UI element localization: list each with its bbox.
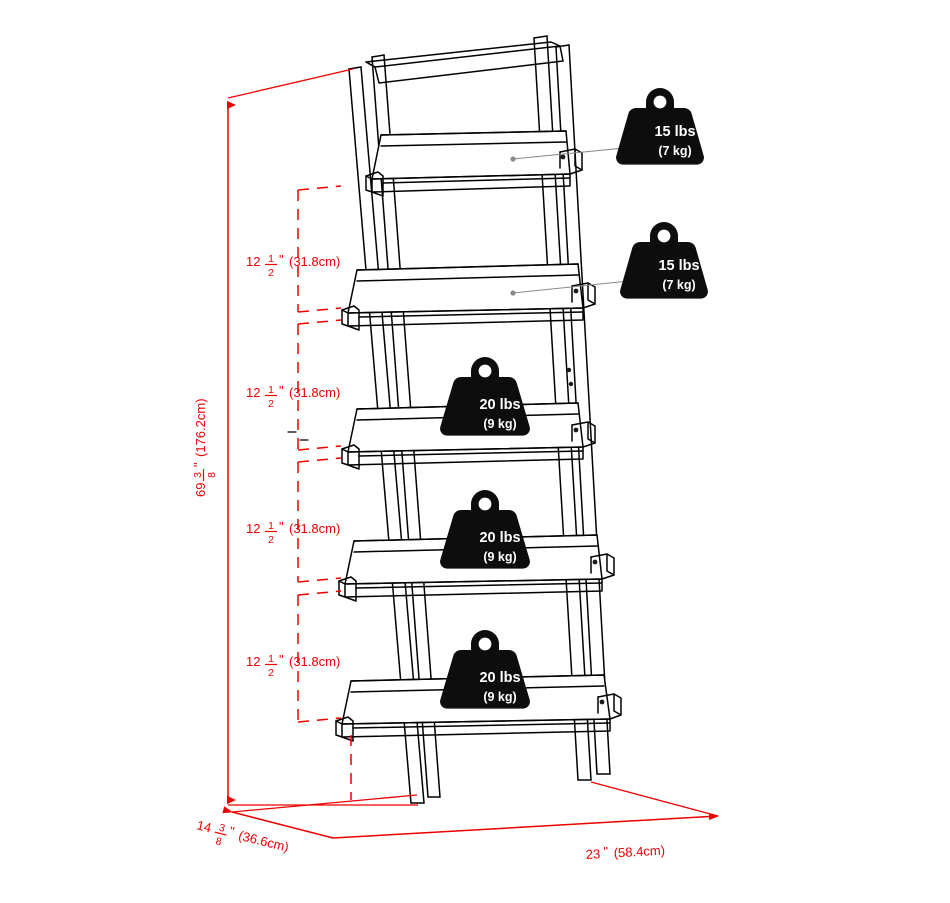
gap1-frac-numerator: 1	[268, 253, 274, 265]
bracket-2-bottom-tick	[297, 445, 342, 451]
dimension-label-gap-1: 12 1 2 " (31.8cm)	[246, 252, 340, 279]
bracket-2-top-tick	[297, 319, 342, 325]
weight-badge-shelf-1: 15 lbs (7 kg)	[616, 88, 704, 165]
gap3-whole: 12	[246, 521, 260, 536]
height-unit: "	[191, 462, 206, 467]
ext-line-height-top	[227, 68, 354, 99]
weight-icon-ring	[478, 497, 492, 511]
weight-badge-3-lbs: 20 lbs	[479, 397, 520, 413]
gap4-frac-numerator: 1	[268, 653, 274, 665]
dimension-label-gap-3: 12 1 2 " (31.8cm)	[246, 519, 340, 546]
dimension-label-width: 23 " (58.4cm)	[585, 843, 665, 862]
gap4-frac-denominator: 2	[268, 667, 274, 679]
bracket-1-bottom-tick	[297, 307, 342, 313]
gap1-frac-denominator: 2	[268, 267, 274, 279]
weight-icon	[440, 490, 530, 569]
ext-line-base-right	[590, 781, 719, 817]
svg-text:69: 69	[193, 483, 208, 497]
weight-icon-ring	[653, 95, 667, 109]
weight-badge-4-kg: (9 kg)	[483, 550, 516, 564]
gap4-whole: 12	[246, 654, 260, 669]
ext-line-base-left	[231, 794, 418, 813]
height-whole: 69	[193, 483, 208, 497]
width-unit: "	[603, 844, 609, 859]
hardware-dot	[566, 367, 572, 373]
gap3-frac-denominator: 2	[268, 534, 274, 546]
bracket-1-top-tick	[297, 185, 342, 191]
gap4-metric: (31.8cm)	[289, 654, 340, 669]
dimension-label-height: 69 3 8 " (176.2cm)	[191, 398, 218, 497]
gap1-unit: "	[279, 252, 284, 267]
bracket-4-top-tick	[297, 590, 342, 596]
top-cross-rail	[365, 41, 564, 84]
weight-icon	[620, 222, 708, 299]
height-frac-numerator: 3	[192, 472, 204, 478]
depth-frac-denominator: 8	[214, 835, 223, 848]
width-metric: (58.4cm)	[613, 843, 665, 861]
bracket-3-top-tick	[297, 457, 342, 463]
gap2-whole: 12	[246, 385, 260, 400]
weight-icon-ring	[478, 364, 492, 378]
weight-badge-2-lbs: 15 lbs	[658, 258, 699, 274]
weight-badge-shelf-5: 20 lbs (9 kg)	[440, 630, 530, 709]
weight-badge-5-kg: (9 kg)	[483, 690, 516, 704]
gap3-frac-numerator: 1	[268, 520, 274, 532]
hardware-dot	[568, 381, 574, 387]
height-fraction: 3 8	[192, 469, 218, 481]
height-frac-denominator: 8	[206, 472, 218, 478]
gap1-whole: 12	[246, 254, 260, 269]
dimension-label-gap-2: 12 1 2 " (31.8cm)	[246, 383, 340, 410]
weight-badge-1-lbs: 15 lbs	[654, 124, 695, 140]
weight-icon	[616, 88, 704, 165]
dimension-label-gap-4: 12 1 2 " (31.8cm)	[246, 652, 340, 679]
height-metric: (176.2cm)	[193, 398, 208, 457]
depth-whole: 14	[195, 817, 213, 835]
weight-badge-3-kg: (9 kg)	[483, 417, 516, 431]
bracket-3-bottom-tick	[297, 577, 342, 583]
weight-badge-5-lbs: 20 lbs	[479, 670, 520, 686]
width-whole: 23	[585, 846, 600, 862]
weight-badge-shelf-2: 15 lbs (7 kg)	[620, 222, 708, 299]
dim-brackets-shelf-gaps	[297, 185, 352, 800]
weight-badge-1-kg: (7 kg)	[658, 144, 691, 158]
weight-icon-ring	[478, 637, 492, 651]
gap2-metric: (31.8cm)	[289, 385, 340, 400]
weight-badge-shelf-3: 20 lbs (9 kg)	[440, 357, 530, 436]
weight-badge-shelf-4: 20 lbs (9 kg)	[440, 490, 530, 569]
gap4-unit: "	[279, 652, 284, 667]
weight-icon	[440, 357, 530, 436]
dim-line-depth	[222, 806, 334, 839]
weight-badge-4-lbs: 20 lbs	[479, 530, 520, 546]
weight-icon	[440, 630, 530, 709]
depth-frac-numerator: 3	[218, 822, 227, 835]
bracket-4-bottom-tick	[297, 717, 342, 723]
shelf-2	[341, 263, 596, 331]
gap2-frac-numerator: 1	[268, 384, 274, 396]
weight-icon-ring	[657, 229, 671, 243]
depth-unit: "	[228, 823, 236, 839]
gap2-unit: "	[279, 383, 284, 398]
gap3-unit: "	[279, 519, 284, 534]
gap3-metric: (31.8cm)	[289, 521, 340, 536]
weight-badge-2-kg: (7 kg)	[662, 278, 695, 292]
gap2-frac-denominator: 2	[268, 398, 274, 410]
dim-line-width	[332, 812, 719, 839]
dimension-annotations	[222, 68, 719, 839]
gap1-metric: (31.8cm)	[289, 254, 340, 269]
shelf-1	[365, 130, 583, 197]
